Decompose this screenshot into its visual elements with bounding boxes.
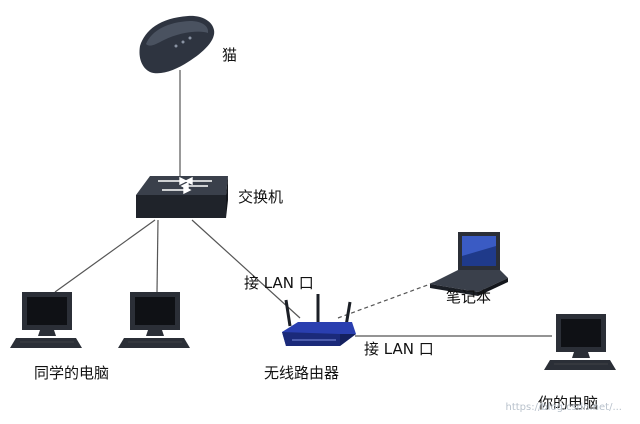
classmate-pc-label: 同学的电脑	[34, 364, 110, 382]
cable-switch-pc2	[156, 219, 159, 293]
cable-switch-router	[191, 219, 301, 319]
lan-port-label-1: 接 LAN 口	[244, 274, 314, 292]
laptop-icon	[430, 232, 508, 296]
laptop-label: 笔记本	[446, 288, 492, 306]
lan-port-label-2: 接 LAN 口	[364, 340, 434, 358]
switch-icon	[136, 176, 228, 218]
switch-label: 交换机	[238, 188, 284, 206]
your-pc-icon	[544, 314, 616, 370]
classmate-pc-1-icon	[10, 292, 82, 348]
modem-icon	[139, 15, 215, 74]
watermark-text: https://blog.csdn.net/...	[505, 402, 622, 413]
wireless-router-icon	[282, 294, 356, 346]
cable-switch-pc1	[54, 219, 156, 293]
router-label: 无线路由器	[264, 364, 340, 382]
classmate-pc-2-icon	[118, 292, 190, 348]
modem-label: 猫	[222, 46, 238, 64]
your-pc-label: 你的电脑	[538, 394, 599, 412]
